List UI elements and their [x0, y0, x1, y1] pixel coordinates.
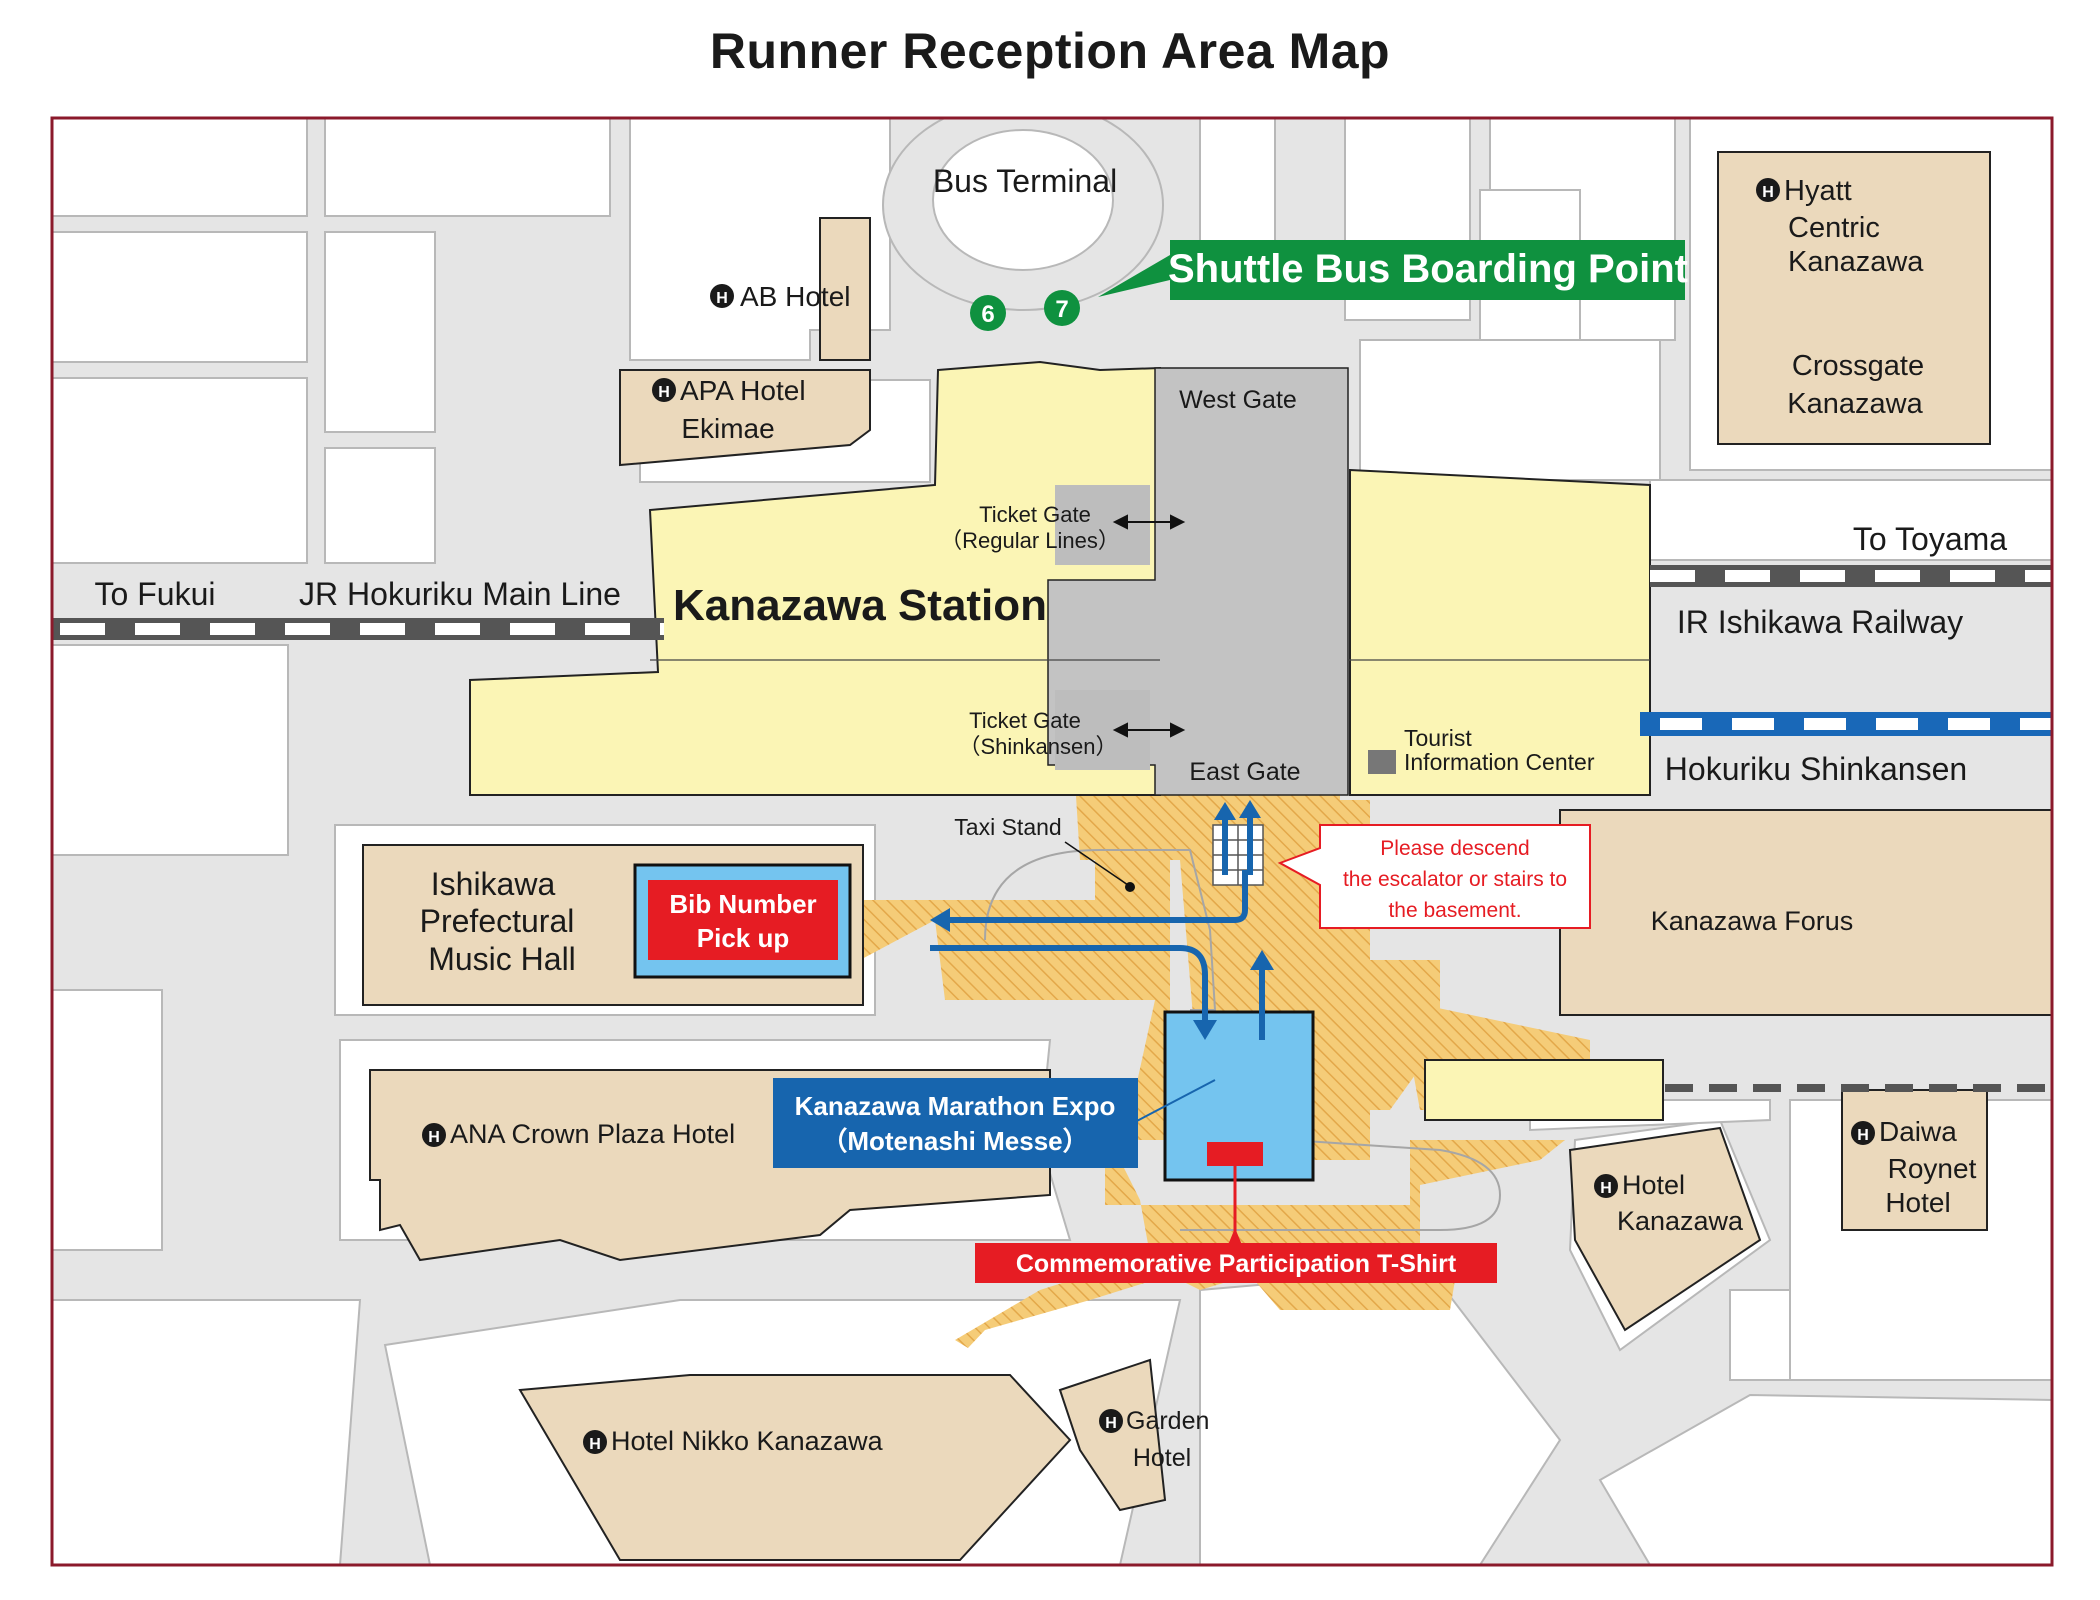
ticket-shinkansen-label-2: （Shinkansen） [959, 734, 1118, 759]
ticket-regular-label-2: （Regular Lines） [940, 528, 1120, 553]
hotel-icon: H [1756, 178, 1780, 202]
daiwa-label-1: Daiwa [1879, 1116, 1957, 1147]
svg-text:H: H [1600, 1180, 1612, 1197]
garden-label-2: Hotel [1133, 1444, 1191, 1472]
hotel-icon: H [422, 1123, 446, 1147]
ana-label: ANA Crown Plaza Hotel [450, 1119, 735, 1149]
apa-label-1: APA Hotel [680, 375, 806, 406]
bib-pickup-box [648, 880, 838, 960]
music-hall-label-2: Prefectural [420, 903, 575, 939]
hyatt-label-1: Hyatt [1784, 175, 1852, 207]
descend-callout: Please descend the escalator or stairs t… [1277, 824, 1591, 929]
svg-text:Please descend: Please descend [1380, 837, 1529, 860]
tshirt-label: Commemorative Participation T-Shirt [975, 1166, 1497, 1283]
svg-text:H: H [658, 384, 670, 401]
ab-hotel-building [819, 217, 871, 361]
bus-stop-6: 6 [970, 295, 1006, 331]
station-buildings [469, 360, 1664, 1121]
hotel-icons: H H H H H H H H [422, 178, 1875, 1454]
nikko-label: Hotel Nikko Kanazawa [611, 1426, 884, 1456]
buildings [362, 151, 2052, 1561]
svg-text:Commemorative Participation T-: Commemorative Participation T-Shirt [1016, 1250, 1457, 1278]
map-labels: Bus Terminal AB Hotel APA Hotel Ekimae H… [95, 163, 2008, 1472]
east-gate-label: East Gate [1189, 758, 1300, 786]
map-title: Runner Reception Area Map [709, 23, 1391, 79]
nikko-building [518, 1374, 1072, 1561]
bus-terminal [882, 118, 1164, 311]
route-arrowheads [930, 800, 1274, 1040]
hotel-kanazawa-label-2: Kanazawa [1617, 1206, 1744, 1236]
svg-text:the basement.: the basement. [1388, 899, 1521, 922]
shinkansen-label: Hokuriku Shinkansen [1665, 751, 1967, 787]
svg-text:H: H [589, 1436, 601, 1453]
gate-arrows [1112, 514, 1186, 738]
svg-text:（Motenashi Messe）: （Motenashi Messe） [821, 1126, 1088, 1156]
music-hall-label-1: Ishikawa [431, 866, 556, 902]
svg-text:H: H [1762, 184, 1774, 201]
expo-label: Kanazawa Marathon Expo （Motenashi Messe） [773, 1078, 1138, 1168]
railways [52, 565, 2052, 1092]
svg-text:Kanazawa Marathon Expo: Kanazawa Marathon Expo [795, 1091, 1116, 1121]
svg-text:6: 6 [981, 301, 994, 328]
expo-hall [1163, 1010, 1315, 1182]
bib-label-2: Pick up [697, 923, 789, 953]
hotel-icon: H [1851, 1121, 1875, 1145]
to-toyama-label: To Toyama [1853, 521, 2007, 557]
taxi-leader [1064, 841, 1129, 886]
forus-label: Kanazawa Forus [1651, 906, 1854, 936]
route-arrows [930, 812, 1265, 1040]
bus-terminal-label: Bus Terminal [933, 163, 1117, 199]
taxi-loop [984, 849, 1502, 1231]
hotel-icon: H [652, 378, 676, 402]
crossgate-label-1: Crossgate [1792, 350, 1924, 382]
jr-line-label: JR Hokuriku Main Line [299, 576, 621, 612]
hyatt-label-3: Kanazawa [1788, 246, 1924, 278]
tourist-label-1: Tourist [1404, 725, 1472, 751]
escalator-stairs [1212, 824, 1264, 886]
ab-hotel-label: AB Hotel [740, 281, 851, 312]
ir-railway-label: IR Ishikawa Railway [1677, 604, 1963, 640]
shuttle-label: Shuttle Bus Boarding Point [1168, 247, 1688, 291]
daiwa-building [1841, 1089, 1988, 1231]
hotel-kanazawa-label-1: Hotel [1622, 1170, 1685, 1200]
hotel-icon: H [1594, 1174, 1618, 1198]
hyatt-label-2: Centric [1788, 212, 1880, 244]
hotel-icon: H [583, 1430, 607, 1454]
bib-label-1: Bib Number [669, 889, 816, 919]
shuttle-callout: Shuttle Bus Boarding Point [1098, 240, 1688, 300]
bus-stop-7: 7 [1044, 290, 1080, 326]
west-gate-label: West Gate [1179, 386, 1297, 414]
hotel-icon: H [1099, 1409, 1123, 1433]
tshirt-marker [1207, 1142, 1263, 1166]
garden-label-1: Garden [1126, 1407, 1209, 1435]
apa-label-2: Ekimae [681, 413, 774, 444]
expo-leader [1134, 1079, 1216, 1123]
kanazawa-station-label: Kanazawa Station [673, 581, 1047, 630]
taxi-stand-dot [1125, 882, 1135, 892]
ticket-gate-regular [1055, 485, 1150, 565]
svg-text:H: H [428, 1129, 440, 1146]
taxi-stand-label: Taxi Stand [954, 814, 1061, 840]
svg-text:H: H [716, 290, 728, 307]
crossgate-label-2: Kanazawa [1787, 388, 1923, 420]
tourist-info-marker [1368, 750, 1396, 774]
forus-building [1559, 809, 2052, 1016]
to-fukui-label: To Fukui [95, 576, 216, 612]
hotel-kanazawa-building [1568, 1126, 1762, 1332]
daiwa-label-2: Roynet [1888, 1153, 1977, 1184]
map-frame [50, 116, 2054, 1567]
tourist-label-2: Information Center [1404, 749, 1595, 775]
daiwa-label-3: Hotel [1885, 1187, 1950, 1218]
hotel-icon: H [710, 284, 734, 308]
ticket-shinkansen-label-1: Ticket Gate [969, 708, 1081, 733]
apa-hotel-building [619, 369, 871, 467]
svg-text:7: 7 [1055, 296, 1068, 323]
music-hall-label-3: Music Hall [428, 941, 576, 977]
svg-text:the escalator or stairs to: the escalator or stairs to [1343, 868, 1567, 891]
svg-text:H: H [1105, 1415, 1117, 1432]
ticket-regular-label-1: Ticket Gate [979, 502, 1091, 527]
svg-text:H: H [1857, 1127, 1869, 1144]
garden-hotel-building [1058, 1358, 1167, 1512]
